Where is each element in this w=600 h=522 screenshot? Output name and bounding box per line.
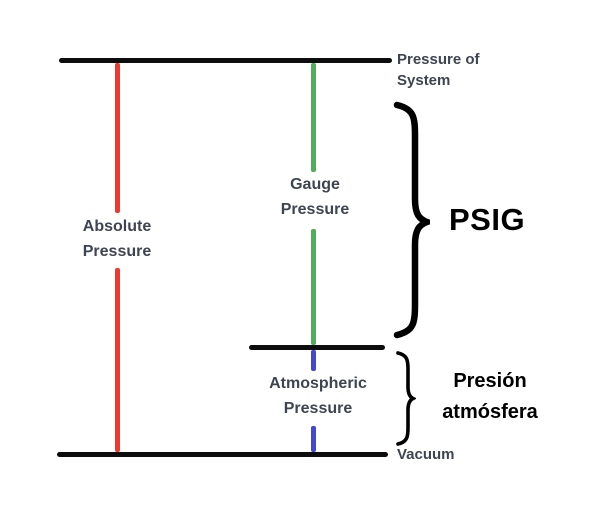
absolute-pressure-line-lower [115,268,120,452]
pressure-of-system-label-line2: System [397,72,451,89]
presion-brace [396,351,416,446]
gauge-pressure-label-line1: Gauge [290,176,340,193]
atmospheric-pressure-label-line1: Atmospheric [269,375,367,392]
psig-brace [393,101,430,339]
atmospheric-reference-line [249,345,385,350]
atmospheric-pressure-label-line2: Pressure [283,400,353,417]
presion-atmosfera-label-line2: atmósfera [442,401,538,423]
gauge-pressure-label: Gauge Pressure [255,172,375,222]
presion-atmosfera-label: Presión atmósfera [424,366,556,428]
pressure-of-system-label-line1: Pressure of [397,51,480,68]
psig-label: PSIG [449,202,526,237]
absolute-pressure-label: Absolute Pressure [57,214,177,264]
vacuum-line [57,452,388,457]
atmospheric-pressure-line-upper [311,350,316,371]
pressure-of-system-line [59,58,392,63]
vacuum-label: Vacuum [397,446,455,463]
gauge-pressure-label-line2: Pressure [280,201,350,218]
gauge-pressure-line-upper [311,63,316,172]
absolute-pressure-line-upper [115,63,120,213]
absolute-pressure-label-line1: Absolute [82,218,152,235]
presion-atmosfera-label-line1: Presión [453,370,527,392]
pressure-of-system-label: Pressure of System [397,49,480,91]
absolute-pressure-label-line2: Pressure [82,243,152,260]
atmospheric-pressure-label: Atmospheric Pressure [248,371,388,421]
atmospheric-pressure-line-lower [311,426,316,452]
gauge-pressure-line-lower [311,229,316,345]
